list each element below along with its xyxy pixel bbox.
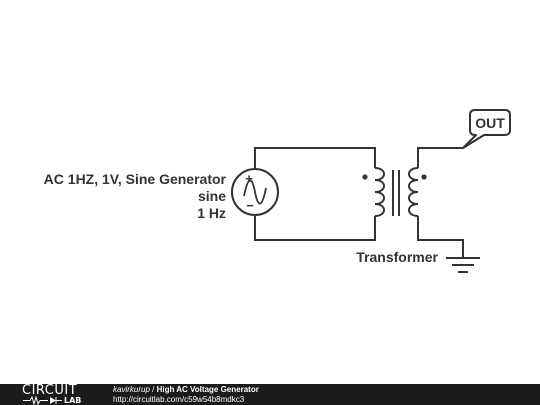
secondary-bottom-wire <box>417 216 464 258</box>
primary-wires <box>254 147 376 241</box>
footer-bar: CIRCUIT LAB kavirkurup / High AC Voltage… <box>0 384 540 405</box>
transformer[interactable] <box>374 167 419 217</box>
primary-top-wire <box>254 147 376 170</box>
footer-info: kavirkurup / High AC Voltage Generator h… <box>113 385 259 405</box>
source-plus-sign: + <box>245 171 253 186</box>
source-minus-sign: − <box>246 198 254 213</box>
secondary-wires <box>417 147 464 258</box>
output-label-box <box>462 109 511 149</box>
generator-frequency-label: 1 Hz <box>197 205 226 221</box>
circuitlab-logo[interactable]: CIRCUIT LAB <box>22 384 94 405</box>
logo-wave-icon <box>23 396 62 405</box>
circuit-url[interactable]: http://circuitlab.com/c59w54b8mdkc3 <box>113 395 245 404</box>
logo-top-text: CIRCUIT <box>22 383 78 398</box>
logo-bottom-text: LAB <box>64 396 82 405</box>
transformer-label: Transformer <box>356 249 438 265</box>
secondary-polarity-dot <box>421 174 427 180</box>
generator-waveform-label: sine <box>198 188 226 204</box>
primary-coil <box>374 167 385 217</box>
secondary-top-wire <box>417 147 463 168</box>
sine-wave-icon <box>243 179 267 205</box>
ac-voltage-source[interactable]: + − <box>231 168 279 216</box>
author-name[interactable]: kavirkurup <box>113 385 150 394</box>
credit-separator: / <box>149 385 157 394</box>
schematic: + − AC 1HZ, 1V, Sine Generator sine 1 Hz… <box>44 109 511 273</box>
output-label-text: OUT <box>475 115 505 131</box>
primary-bottom-wire <box>254 212 376 241</box>
footer-credit-line: kavirkurup / High AC Voltage Generator <box>113 385 259 395</box>
circuit-title[interactable]: High AC Voltage Generator <box>156 385 259 394</box>
primary-polarity-dot <box>362 174 368 180</box>
output-node-label[interactable]: OUT <box>462 109 511 149</box>
secondary-coil <box>408 167 419 217</box>
generator-label: AC 1HZ, 1V, Sine Generator <box>44 171 227 187</box>
ground-icon <box>446 257 480 273</box>
